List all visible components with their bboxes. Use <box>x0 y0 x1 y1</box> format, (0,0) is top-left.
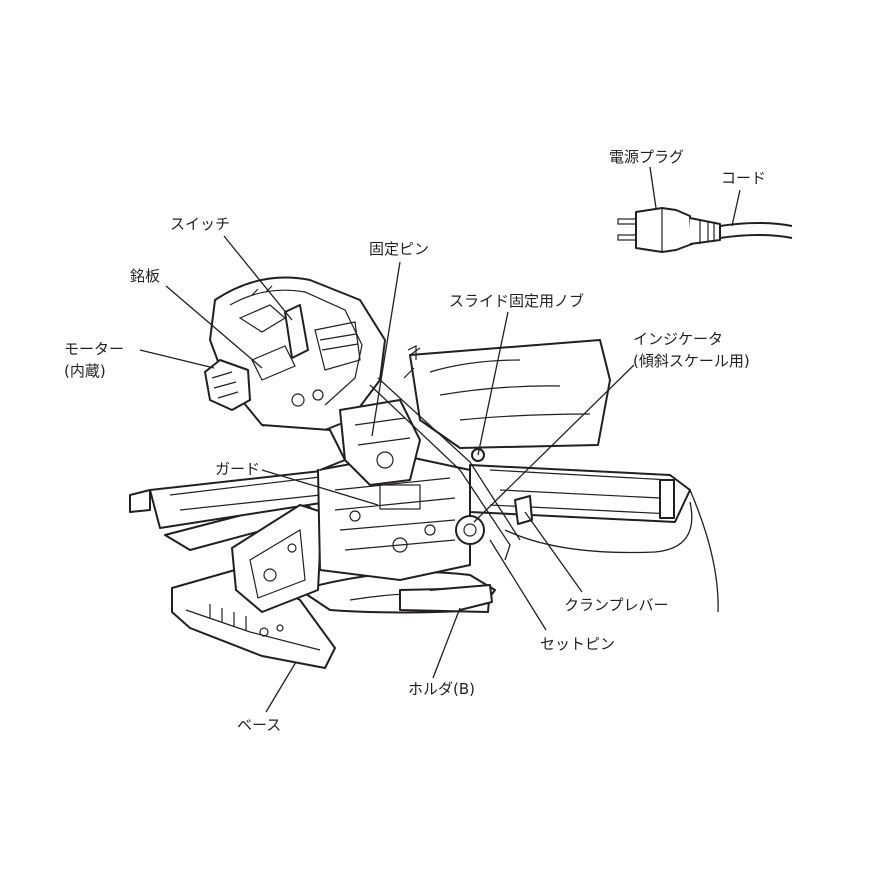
label-clamp-lever: クランプレバー <box>564 596 669 614</box>
label-power-plug: 電源プラグ <box>609 148 685 166</box>
label-indicator: インジケータ <box>633 330 724 348</box>
label-slide-lock-knob: スライド固定用ノブ <box>449 292 585 310</box>
label-base: ベース <box>237 716 282 734</box>
cord-loop-drawing <box>504 489 719 613</box>
leader-guard <box>261 469 379 506</box>
leader-slide-lock-knob <box>477 311 509 456</box>
motor-housing-drawing <box>204 276 386 471</box>
leader-clamp-lever <box>524 511 583 593</box>
leader-holder-b <box>432 607 461 679</box>
arm-drawing <box>339 345 533 561</box>
leader-cord <box>731 189 741 227</box>
leader-fixing-pin <box>371 261 401 437</box>
label-motor-sub: (内蔵) <box>64 362 106 380</box>
holder-b-drawing <box>429 584 493 611</box>
label-nameplate: 銘板 <box>130 267 161 285</box>
leader-switch <box>223 235 293 321</box>
label-set-pin: セットピン <box>540 635 616 653</box>
leader-power-plug <box>649 166 657 209</box>
leader-indicator <box>473 364 635 523</box>
leader-nameplate <box>165 285 263 369</box>
cord-drawing <box>719 222 793 239</box>
leader-motor <box>139 349 215 369</box>
label-guard: ガード <box>215 460 261 478</box>
label-fixing-pin: 固定ピン <box>369 240 430 258</box>
label-motor: モーター <box>64 340 125 358</box>
label-switch: スイッチ <box>170 215 231 233</box>
label-holder-b: ホルダ(B) <box>408 680 475 698</box>
label-indicator-sub: (傾斜スケール用) <box>633 352 750 370</box>
blade-cover-drawing <box>403 339 611 449</box>
power-plug-drawing <box>617 207 721 253</box>
leader-base <box>265 661 297 713</box>
label-cord: コード <box>721 169 767 187</box>
leader-set-pin <box>489 539 547 631</box>
fence-drawing <box>231 504 323 613</box>
